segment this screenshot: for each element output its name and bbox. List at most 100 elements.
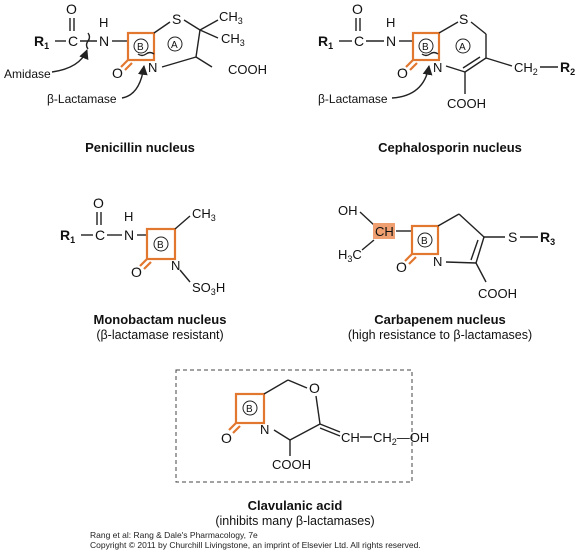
cephalosporin-bond — [409, 62, 418, 71]
cephalosporin-lactamase-cleavage-mark — [421, 51, 439, 57]
clavulanic-bond — [232, 425, 241, 434]
carbapenem-ch: CH — [375, 224, 394, 239]
penicillin-bond — [183, 19, 201, 31]
penicillin-bond — [120, 59, 129, 68]
carbapenem-bond — [458, 213, 485, 238]
penicillin-amide-h: H — [99, 15, 108, 30]
carbapenem-bond — [437, 213, 460, 227]
penicillin-caption: Penicillin nucleus — [60, 140, 220, 155]
clavulanic-note: (inhibits many β-lactamases) — [215, 514, 375, 528]
cephalosporin-ring-a-label: A — [459, 42, 466, 53]
carbapenem-ch-highlight — [373, 223, 395, 239]
carbapenem-ring-n: N — [433, 254, 442, 269]
clavulanic-ring-n: N — [260, 422, 269, 437]
cephalosporin-cooh: COOH — [447, 96, 486, 111]
clavulanic-structure: B O N O CH CH2—OH COOH — [221, 379, 429, 472]
cephalosporin-ring-a-marker — [455, 38, 471, 54]
penicillin-cooh: COOH — [228, 62, 267, 77]
cephalosporin-bond — [462, 56, 481, 69]
clavulanic-beta-lactam-ring — [234, 392, 266, 425]
carbapenem-beta-lactam-ring — [410, 224, 440, 256]
penicillin-lactamase-arrow — [121, 65, 148, 99]
monobactam-r1: R1 — [60, 227, 75, 245]
credit-line-2: Copyright © 2011 by Churchill Livingston… — [90, 540, 421, 550]
carbapenem-r3: R3 — [540, 229, 555, 247]
clavulanic-caption: Clavulanic acid (inhibits many β-lactama… — [190, 498, 400, 528]
carbapenem-s: S — [508, 229, 517, 245]
carbapenem-bond — [359, 211, 375, 226]
clavulanic-lactam-o: O — [221, 430, 232, 446]
clavulanic-ring-o: O — [309, 380, 320, 396]
clavulanic-cooh: COOH — [272, 457, 311, 472]
cephalosporin-ring-b-label: B — [422, 42, 429, 53]
cephalosporin-beta-lactam-ring — [411, 31, 441, 62]
monobactam-lactam-o: O — [131, 264, 142, 280]
monobactam-carbonyl-c: C — [95, 227, 105, 243]
penicillin-ring-n: N — [148, 60, 157, 75]
credit-line-1: Rang et al: Rang & Dale's Pharmacology, … — [90, 530, 258, 540]
penicillin-bond — [153, 21, 171, 34]
cephalosporin-lactamase-arrow — [391, 65, 433, 99]
penicillin-carbonyl-c: C — [68, 33, 78, 49]
monobactam-structure: R1 C O N H B CH3 O N SO3H — [60, 195, 225, 297]
clavulanic-bond — [315, 395, 321, 425]
cephalosporin-bond — [464, 57, 487, 73]
penicillin-lactamase-cleavage-mark — [137, 51, 155, 57]
monobactam-amide-n: N — [124, 227, 134, 243]
amidase-arrow — [51, 49, 89, 73]
carbapenem-ring-b-marker — [417, 232, 433, 248]
monobactam-note: (β-lactamase resistant) — [96, 328, 224, 342]
cephalosporin-lactam-o: O — [397, 65, 408, 81]
carbapenem-oh: OH — [338, 203, 358, 218]
cephalosporin-ring-n: N — [433, 60, 442, 75]
carbapenem-lactam-o: O — [396, 259, 407, 275]
penicillin-ring-b-label: B — [137, 42, 144, 53]
cephalosporin-bond — [405, 59, 414, 68]
carbapenem-ring-b-label: B — [421, 236, 428, 247]
cephalosporin-caption: Cephalosporin nucleus — [365, 140, 535, 155]
clavulanic-bond — [273, 429, 291, 441]
monobactam-beta-lactam-ring — [145, 227, 177, 261]
cephalosporin-r2: R2 — [560, 59, 575, 77]
penicillin-bond — [195, 29, 201, 58]
penicillin-amide-n: N — [99, 33, 109, 49]
cephalosporin-structure: R1 C O N H B O N S A CH2 R2 COOH β-Lacta… — [318, 1, 575, 111]
monobactam-so3h: SO3H — [192, 280, 225, 297]
cephalosporin-bond — [485, 57, 513, 67]
clavulanic-dashed-box — [175, 369, 413, 483]
clavulanic-bond — [319, 427, 341, 437]
carbapenem-h3c: H3C — [338, 247, 362, 264]
clavulanic-bond — [289, 423, 321, 441]
penicillin-r1: R1 — [34, 33, 49, 51]
cephalosporin-bond — [445, 65, 466, 73]
cephalosporin-lactamase-label: β-Lactamase — [318, 92, 388, 106]
monobactam-bond — [139, 258, 148, 267]
penicillin-ch3-top: CH3 — [219, 9, 243, 26]
carbapenem-bond — [475, 262, 487, 283]
monobactam-caption: Monobactam nucleus (β-lactamase resistan… — [70, 312, 250, 342]
cephalosporin-amide-n: N — [386, 33, 396, 49]
penicillin-amidase-cleavage-mark — [85, 32, 91, 50]
penicillin-beta-lactam-ring — [126, 31, 156, 62]
penicillin-amidase-label: Amidase — [4, 67, 51, 81]
clavulanic-ring-b-marker — [242, 400, 258, 416]
carbapenem-bond — [361, 239, 375, 251]
carbapenem-bond — [445, 261, 477, 264]
penicillin-bond — [124, 62, 133, 71]
clavulanic-title: Clavulanic acid — [247, 498, 343, 513]
penicillin-lactamase-label: β-Lactamase — [47, 92, 117, 106]
penicillin-ring-a-marker — [167, 36, 183, 52]
penicillin-bond — [161, 56, 197, 68]
monobactam-ring-b-marker — [153, 236, 169, 252]
cephalosporin-amide-h: H — [386, 15, 395, 30]
monobactam-amide-h: H — [124, 209, 133, 224]
monobactam-title: Monobactam nucleus — [93, 312, 227, 327]
clavulanic-bond — [263, 379, 289, 395]
cephalosporin-bond — [438, 21, 459, 34]
penicillin-ring-a-label: A — [171, 40, 178, 51]
monobactam-bond — [143, 261, 152, 270]
cephalosporin-bond — [470, 21, 487, 35]
clavulanic-bond — [228, 422, 237, 431]
